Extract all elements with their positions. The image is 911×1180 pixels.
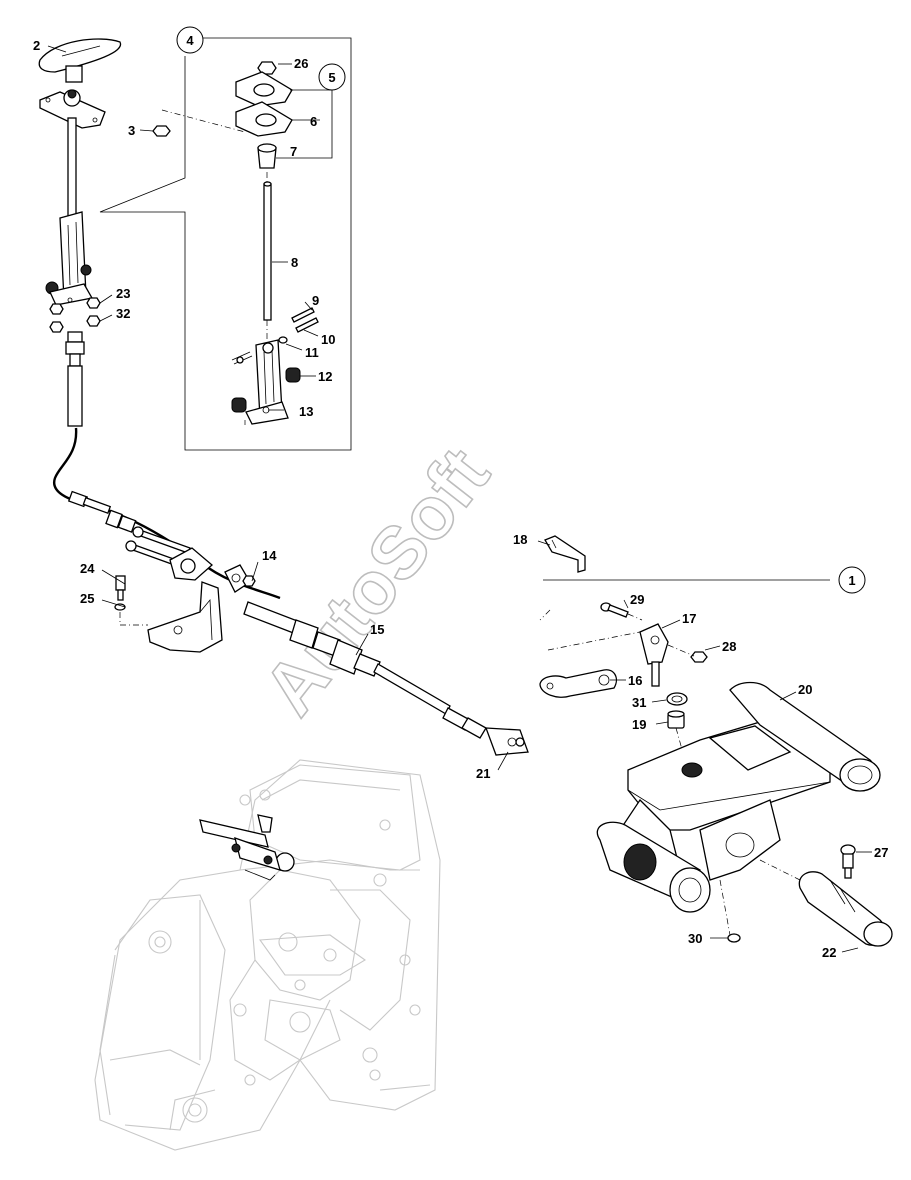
callout-12: 12 <box>318 369 332 384</box>
callout-24: 24 <box>80 561 95 576</box>
watermark: AutoSoft <box>247 433 505 730</box>
nut-28 <box>690 651 708 663</box>
callout-25: 25 <box>80 591 94 606</box>
callout-23: 23 <box>116 286 130 301</box>
callout-circle-4: 4 <box>176 26 204 54</box>
nut-32-small <box>49 315 101 333</box>
mounting-bracket <box>147 581 223 653</box>
bolt-27 <box>840 844 856 879</box>
callout-31: 31 <box>632 695 646 710</box>
clevis-21 <box>485 727 529 756</box>
callout-13: 13 <box>299 404 313 419</box>
tractor-frame-ghost <box>94 759 441 1151</box>
svg-text:5: 5 <box>328 70 335 85</box>
cable-fitting-upper <box>65 331 85 427</box>
callout-10: 10 <box>321 332 335 347</box>
callout-14: 14 <box>262 548 277 563</box>
bolts-14 <box>125 526 191 568</box>
lever-bracket-left <box>45 211 94 306</box>
callout-3: 3 <box>128 123 135 138</box>
fork-17 <box>639 623 669 687</box>
callout-29: 29 <box>630 592 644 607</box>
callout-2: 2 <box>33 38 40 53</box>
callout-27: 27 <box>874 845 888 860</box>
lever-13 <box>245 339 289 425</box>
callout-21: 21 <box>476 766 490 781</box>
nut-23-small <box>49 297 101 315</box>
callout-17: 17 <box>682 611 696 626</box>
callout-22: 22 <box>822 945 836 960</box>
rod-8 <box>263 181 272 321</box>
cable-sheath-15 <box>243 601 487 739</box>
pedal-20 <box>596 681 881 913</box>
bushing-19 <box>667 710 685 729</box>
callout-6: 6 <box>310 114 317 129</box>
plate-6 <box>235 101 293 137</box>
callout-20: 20 <box>798 682 812 697</box>
nut-26 <box>257 61 277 75</box>
callout-16: 16 <box>628 673 642 688</box>
washer-25 <box>114 603 126 611</box>
nut-3 <box>152 125 171 137</box>
washer-30 <box>727 933 741 943</box>
svg-text:4: 4 <box>186 33 194 48</box>
callout-19: 19 <box>632 717 646 732</box>
callout-9: 9 <box>312 293 319 308</box>
pin-22 <box>798 871 893 947</box>
mounting-plate-upper <box>39 89 106 129</box>
handle-knob-2 <box>38 38 122 83</box>
callout-28: 28 <box>722 639 736 654</box>
bushing-7 <box>257 143 277 169</box>
callout-11: 11 <box>305 345 319 360</box>
pin-10 <box>295 317 319 333</box>
bolt-29 <box>600 602 629 618</box>
link-16 <box>539 669 618 698</box>
callout-8: 8 <box>291 255 298 270</box>
callout-circle-1: 1 <box>838 566 866 594</box>
washer-31 <box>666 692 688 706</box>
washer-11 <box>278 336 288 344</box>
callout-32: 32 <box>116 306 130 321</box>
screw-13 <box>231 351 253 365</box>
svg-text:1: 1 <box>848 573 855 588</box>
callout-circle-5: 5 <box>318 63 346 91</box>
rubber-cap-12 <box>231 367 301 413</box>
tractor-control-highlight <box>199 814 295 881</box>
plate-6a <box>235 71 293 107</box>
callout-26: 26 <box>294 56 308 71</box>
pin-9 <box>291 307 315 323</box>
clip-18 <box>544 535 586 573</box>
cable-clamp-14 <box>169 547 256 593</box>
callout-7: 7 <box>290 144 297 159</box>
callout-30: 30 <box>688 931 702 946</box>
assembly-frame-4 <box>99 37 352 451</box>
rod-upper <box>67 117 77 219</box>
leader-lines <box>47 45 872 953</box>
callout-15: 15 <box>370 622 384 637</box>
callout-18: 18 <box>513 532 527 547</box>
bolt-24 <box>115 575 126 601</box>
